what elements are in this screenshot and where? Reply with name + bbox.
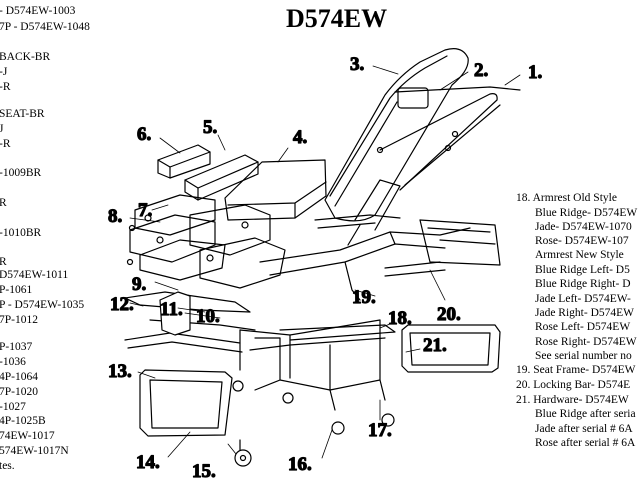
armrest-brackets [126, 194, 286, 289]
callout-10: 10. [196, 306, 220, 327]
callout-15: 15. [192, 461, 216, 480]
parts-list-line: -1036 [0, 356, 26, 368]
back-frame [347, 86, 521, 246]
parts-list-line: Rose Right- D574EW [535, 336, 637, 348]
parts-list-line: Jade Right- D574EW [535, 307, 635, 319]
parts-list-line: D574EW-1011 [0, 269, 69, 281]
side-panel-left [139, 369, 233, 437]
parts-list-line: 7P-1020 [0, 386, 38, 398]
parts-list-line: -1027 [0, 401, 26, 413]
armrest-pad-right [184, 154, 259, 201]
callout-6: 6. [137, 124, 151, 145]
parts-list-line: Blue Ridge Left- D5 [535, 264, 630, 276]
parts-list-line: Jade Left- D574EW- [535, 293, 631, 305]
caster-wheels [232, 380, 395, 467]
diagram-title: D574EW [286, 4, 388, 33]
parts-list-line: -R [0, 138, 11, 150]
parts-list-line: 7P - D574EW-1048 [0, 21, 90, 33]
parts-list-line: Jade- D574EW-1070 [535, 221, 632, 233]
callout-5: 5. [203, 117, 217, 138]
parts-list-line: Jade after serial # 6A [535, 423, 633, 435]
parts-list-line: 4P-1064 [0, 371, 38, 383]
parts-list-line: P-1061 [0, 284, 33, 296]
armrest-pad-left [157, 144, 211, 179]
parts-list-line: 21. Hardware- D574EW [516, 394, 629, 406]
parts-list-line: 4P-1025B [0, 415, 46, 427]
parts-list-line: R [0, 197, 7, 209]
callout-labels: 1. 2. 3. 4. 5. 6. 7. 8. 9. 10. 11. 12. 1… [107, 53, 542, 480]
callout-13: 13. [108, 361, 132, 382]
parts-list-line: BACK-BR [0, 51, 51, 63]
parts-list-line: -R [0, 81, 11, 93]
seat-frame [259, 214, 471, 301]
callout-21: 21. [423, 335, 447, 356]
parts-list-line: P-1037 [0, 341, 33, 353]
backrest [324, 48, 469, 222]
parts-list-line: 7P-1012 [0, 314, 38, 326]
callout-19: 19. [352, 287, 376, 308]
footrest-arms [124, 291, 256, 353]
parts-list-line: P - D574EW-1035 [0, 299, 85, 311]
parts-list-line: -1010BR [0, 227, 42, 239]
leader-lines [129, 65, 521, 459]
parts-list-line: 574EW-1017N [0, 445, 69, 457]
callout-12: 12. [110, 294, 134, 315]
parts-list-line: J [0, 123, 4, 135]
parts-list-line: -1009BR [0, 167, 42, 179]
callout-9: 9. [132, 274, 146, 295]
callout-17: 17. [368, 420, 392, 441]
side-panel-right [401, 324, 501, 373]
parts-list-line: Rose Left- D574EW [535, 321, 631, 333]
callout-16: 16. [288, 454, 312, 475]
locking-bar [384, 219, 501, 277]
parts-list-line: -J [0, 66, 8, 78]
base-frame [239, 319, 396, 411]
parts-list-line: Blue Ridge after seria [535, 408, 636, 420]
callout-8: 8. [108, 206, 122, 227]
parts-list-line: Armrest New Style [535, 249, 624, 261]
parts-list-line: 19. Seat Frame- D574EW [516, 364, 636, 376]
callout-11: 11. [160, 299, 183, 320]
parts-list-line: Rose after serial # 6A [535, 437, 636, 449]
callout-20: 20. [437, 304, 461, 325]
seat-cushion [224, 159, 327, 221]
parts-list-line: Blue Ridge- D574EW [535, 207, 638, 219]
parts-list-line: Blue Ridge Right- D [535, 278, 631, 290]
parts-list-line: 74EW-1017 [0, 430, 55, 442]
callout-14: 14. [136, 452, 160, 473]
parts-list-line: R [0, 256, 7, 268]
parts-list-line: See serial number no [535, 350, 632, 362]
parts-list-line: tes. [0, 460, 15, 472]
callout-7: 7. [138, 200, 152, 221]
parts-list-line: 20. Locking Bar- D574E [516, 379, 631, 391]
callout-1: 1. [528, 62, 542, 83]
parts-list-line: Rose- D574EW-107 [535, 235, 629, 247]
parts-list-line: SEAT-BR [0, 108, 45, 120]
callout-2: 2. [474, 60, 488, 81]
callout-3: 3. [350, 54, 364, 75]
callout-18: 18. [388, 308, 412, 329]
parts-list-line: 18. Armrest Old Style [516, 192, 617, 204]
parts-list-line: - D574EW-1003 [0, 5, 76, 17]
callout-4: 4. [293, 127, 307, 148]
